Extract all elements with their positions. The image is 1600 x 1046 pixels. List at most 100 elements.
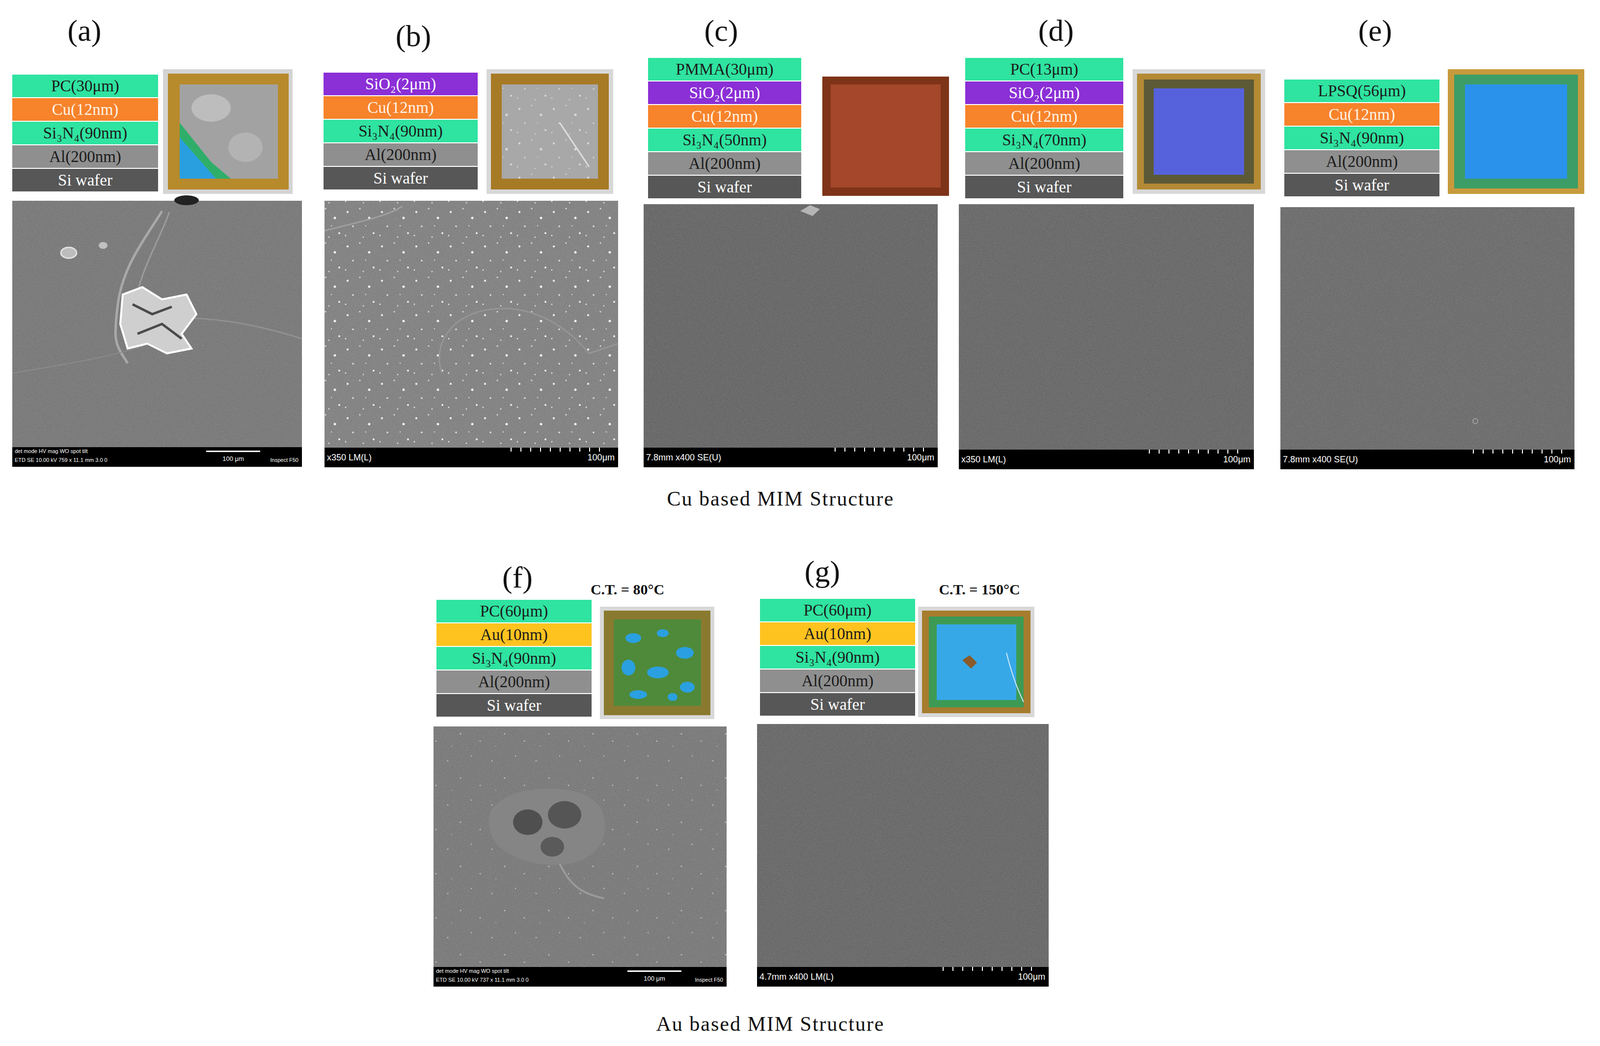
scale-bar-text: det mode HV mag WO spot tilt	[14, 448, 88, 455]
layer-box: Si₃N₄(90nm)	[1284, 126, 1440, 150]
layer-box: Cu(12nm)	[1284, 103, 1440, 126]
layer-label: Si wafer	[697, 179, 753, 196]
layer-label: Al(200nm)	[1326, 153, 1399, 170]
layer-box: Al(200nm)	[323, 143, 478, 166]
layer-box: PC(13μm)	[965, 57, 1124, 81]
layer-box: Al(200nm)	[648, 152, 802, 175]
layer-box: PC(60μm)	[436, 599, 592, 623]
layer-label: Si₃N₄(50nm)	[682, 132, 767, 149]
panel-text: (e)	[1358, 15, 1393, 46]
layer-box: Si wafer	[12, 168, 159, 192]
layer-label: Al(200nm)	[49, 148, 122, 165]
scale-bar-text: 100μm	[1018, 972, 1046, 982]
scale-bar-text: 4.7mm x400 LM(L)	[759, 972, 834, 982]
panel-text: (g)	[804, 556, 841, 587]
layer-label: Au(10nm)	[803, 625, 871, 643]
layer-box: Si₃N₄(90nm)	[759, 646, 916, 669]
layer-label: Al(200nm)	[364, 146, 437, 163]
layer-box: PC(30μm)	[12, 74, 159, 98]
layer-box: Si wafer	[759, 693, 916, 716]
layer-label: Si₃N₄(90nm)	[1319, 130, 1405, 147]
panel-text: Au based MIM Structure	[655, 1013, 885, 1035]
layer-label: LPSQ(56μm)	[1317, 82, 1406, 100]
layer-box: Al(200nm)	[759, 669, 916, 693]
layer-box: Cu(12nm)	[965, 105, 1124, 128]
layer-box: PMMA(30μm)	[648, 57, 802, 81]
layer-label: PC(30μm)	[51, 78, 120, 95]
layer-box: Al(200nm)	[965, 152, 1124, 175]
layer-box: Si₃N₄(90nm)	[323, 119, 478, 143]
layer-box: Cu(12nm)	[323, 96, 478, 119]
scale-bar-text: det mode HV mag WO spot tilt	[435, 968, 510, 975]
layer-label: PC(13μm)	[1010, 61, 1079, 78]
panel-text: C.T. = 150°C	[938, 582, 1020, 597]
layer-label: SiO₂(2μm)	[365, 76, 437, 93]
layer-label: Al(200nm)	[801, 673, 874, 690]
scale-bar-text: ETD SE 10.00 kV 759 x 11.1 mm 3.0 0	[14, 457, 108, 463]
scale-bar-text: 100μm	[907, 453, 935, 462]
scale-bar-text: x350 LM(L)	[961, 455, 1006, 464]
scale-bar-text: Inspect F50	[270, 457, 299, 463]
scale-bar-text: 7.8mm x400 SE(U)	[1282, 455, 1358, 464]
sample-photo	[599, 606, 715, 720]
panel-text: (c)	[704, 15, 739, 46]
sem-image	[757, 724, 1049, 987]
layer-label: Si wafer	[373, 170, 429, 187]
layer-label: Cu(12nm)	[367, 99, 434, 116]
layer-label: Cu(12nm)	[1328, 106, 1396, 123]
sample-photo	[1132, 69, 1266, 194]
layer-box: Si wafer	[323, 166, 478, 190]
panel-text: (b)	[395, 20, 432, 52]
layer-label: Au(10nm)	[480, 626, 548, 644]
layer-label: Al(200nm)	[688, 155, 761, 172]
layer-box: Si wafer	[436, 694, 592, 717]
scale-bar-text: Inspect F50	[695, 977, 724, 983]
layer-box: SiO₂(2μm)	[648, 81, 802, 105]
layer-label: Si₃N₄(90nm)	[795, 649, 880, 666]
layer-box: PC(60μm)	[759, 598, 916, 622]
scale-bar-text: 100 μm	[643, 975, 666, 982]
layer-box: Si₃N₄(90nm)	[436, 647, 592, 670]
layer-label: Si₃N₄(90nm)	[43, 125, 128, 142]
sample-photo	[822, 76, 950, 196]
layer-box: Cu(12nm)	[12, 98, 159, 121]
sem-image	[1280, 207, 1575, 470]
layer-box: Si wafer	[1284, 173, 1440, 197]
scale-bar-text: 100μm	[587, 453, 615, 462]
layer-label: Si wafer	[1017, 179, 1072, 196]
sample-photo	[1447, 69, 1585, 194]
layer-box: Al(200nm)	[12, 145, 159, 168]
layer-label: Si wafer	[57, 172, 113, 189]
layer-label: Si wafer	[1334, 177, 1390, 194]
panel-text: (f)	[502, 562, 533, 593]
layer-box: Au(10nm)	[759, 622, 916, 646]
layer-label: Si wafer	[487, 697, 542, 714]
layer-label: Si₃N₄(90nm)	[358, 123, 443, 140]
sample-photo	[162, 69, 293, 194]
layer-label: Al(200nm)	[1008, 155, 1081, 172]
layer-label: SiO₂(2μm)	[1008, 84, 1081, 102]
layer-box: Si₃N₄(50nm)	[648, 128, 802, 152]
layer-box: Al(200nm)	[1284, 150, 1440, 173]
layer-box: SiO₂(2μm)	[323, 72, 478, 96]
panel-text: (d)	[1038, 15, 1074, 46]
scale-bar-text: 7.8mm x400 SE(U)	[646, 453, 722, 462]
layer-label: PC(60μm)	[480, 603, 549, 620]
scale-bar-text: 100μm	[1223, 455, 1251, 464]
layer-label: Si₃N₄(90nm)	[471, 650, 557, 667]
panel-text: Cu based MIM Structure	[667, 488, 895, 510]
layer-box: Au(10nm)	[436, 623, 592, 647]
layer-label: Si₃N₄(70nm)	[1002, 132, 1087, 149]
sem-image	[324, 200, 619, 468]
layer-label: Cu(12nm)	[1010, 108, 1078, 125]
layer-box: SiO₂(2μm)	[965, 81, 1124, 105]
panel-text: C.T. = 80°C	[590, 582, 665, 597]
layer-label: SiO₂(2μm)	[689, 84, 761, 102]
layer-box: Cu(12nm)	[648, 105, 802, 128]
layer-box: Si wafer	[648, 175, 802, 199]
panel-text: (a)	[67, 15, 102, 46]
layer-label: Si wafer	[810, 696, 866, 713]
layer-label: Cu(12nm)	[691, 108, 759, 125]
layer-box: Al(200nm)	[436, 670, 592, 694]
